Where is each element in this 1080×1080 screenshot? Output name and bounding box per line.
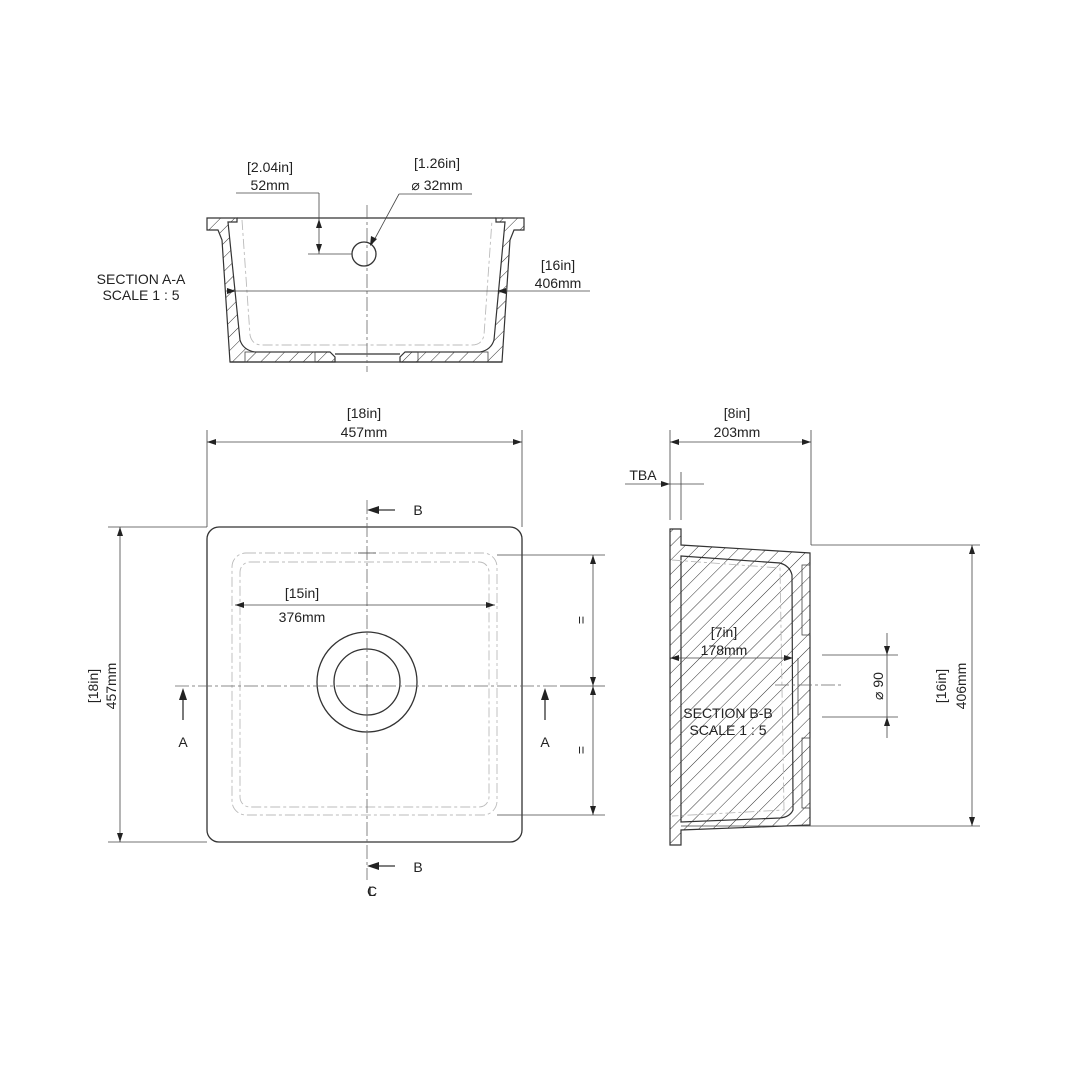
dim-depth-mm: 406mm: [535, 275, 582, 291]
dim-bowl-mm: 376mm: [279, 609, 326, 625]
dim-width-inch: [16in]: [933, 669, 949, 703]
dim-overflow-dia-mm: ⌀ 32mm: [411, 177, 462, 193]
section-a-label-right: A: [540, 734, 550, 750]
dim-width-mm: 457mm: [341, 424, 388, 440]
section-a-arrow-left: [179, 688, 187, 700]
dim-height-mm: 203mm: [714, 424, 761, 440]
section-a-title: SECTION A-A: [97, 271, 186, 287]
section-b-scale: SCALE 1 : 5: [689, 722, 766, 738]
dim-overflow-depth-inch: [2.04in]: [247, 159, 293, 175]
section-a-right-wall: [399, 217, 525, 363]
section-b-arrow-top: [367, 506, 379, 514]
dim-height-inch: [8in]: [724, 405, 750, 421]
dim-drain-dia: ⌀ 90: [870, 672, 886, 700]
section-b-b-view: [8in] 203mm TBA [7in] 178mm ⌀ 90 [16in] …: [625, 405, 980, 846]
flange-label-tba: TBA: [629, 467, 657, 483]
section-b-wall: [669, 528, 811, 846]
dim-overflow-depth-mm: 52mm: [251, 177, 290, 193]
sink-outline: [206, 526, 523, 843]
equal-mark-bottom: =: [573, 746, 589, 754]
plan-view: [18in] 457mm [18in] 457mm [15in] 376mm =…: [85, 405, 605, 896]
section-a-a-view: [2.04in] 52mm [1.26in] ⌀ 32mm [16in] 406…: [97, 155, 590, 372]
dim-bowl-inch: [15in]: [285, 585, 319, 601]
section-a-left-wall: [206, 217, 336, 363]
dim-overflow-dia-inch: [1.26in]: [414, 155, 460, 171]
overflow-hole: [351, 241, 377, 267]
section-a-scale: SCALE 1 : 5: [102, 287, 179, 303]
centerline-symbol: CL: [367, 886, 386, 896]
dim-width-inch: [18in]: [347, 405, 381, 421]
svg-text:CL: CL: [367, 886, 377, 896]
section-b-label-bottom: B: [413, 859, 422, 875]
section-b-arrow-bottom: [367, 862, 379, 870]
dim-length-mm: 457mm: [103, 663, 119, 710]
dim-width-mm: 406mm: [953, 663, 969, 710]
dim-inner-depth-inch: [7in]: [711, 624, 737, 640]
equal-mark-top: =: [573, 616, 589, 624]
dim-depth-inch: [16in]: [541, 257, 575, 273]
dim-inner-depth-mm: 178mm: [701, 642, 748, 658]
dim-length-inch: [18in]: [85, 669, 101, 703]
section-b-label-top: B: [413, 502, 422, 518]
section-b-title: SECTION B-B: [683, 705, 772, 721]
drain-inner: [333, 648, 401, 716]
section-a-arrow-right: [541, 688, 549, 700]
section-a-label-left: A: [178, 734, 188, 750]
